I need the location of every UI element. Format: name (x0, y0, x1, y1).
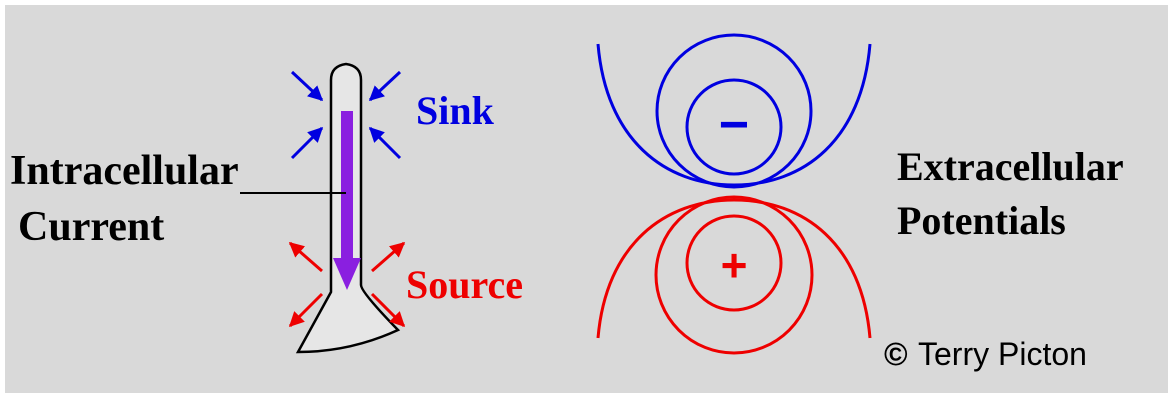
sink-label: Sink (416, 88, 495, 133)
negative-potential-field (596, 33, 872, 189)
positive-potential-field (596, 195, 872, 355)
diagram-panel (5, 5, 1168, 393)
extracellular-label-line2: Potentials (897, 198, 1066, 243)
plus-sign: + (721, 239, 748, 291)
intracellular-current-arrow (333, 111, 361, 290)
extracellular-label-line1: Extracellular (897, 144, 1124, 189)
copyright-symbol: © (884, 336, 908, 372)
intracellular-label-line2: Current (18, 204, 164, 250)
copyright-text: Terry Picton (918, 336, 1087, 372)
source-arrows (288, 241, 406, 328)
source-label: Source (406, 262, 523, 307)
intracellular-label-line1: Intracellular (10, 148, 239, 194)
sink-arrows (290, 70, 402, 160)
minus-sign: − (719, 96, 749, 154)
